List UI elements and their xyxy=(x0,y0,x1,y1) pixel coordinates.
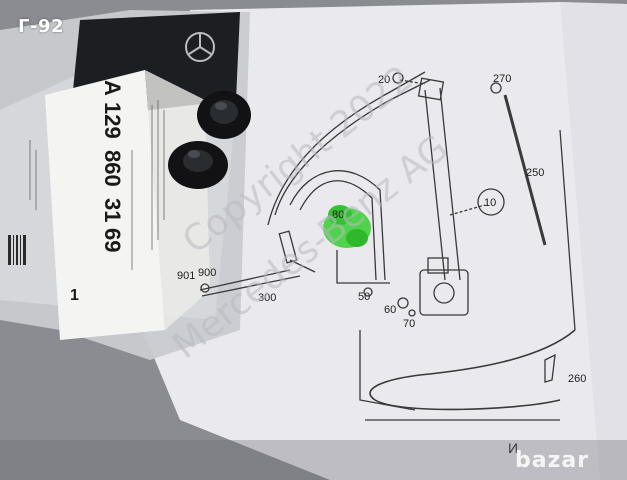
bag-prefix: A xyxy=(100,80,125,96)
part-number-2: 860 xyxy=(100,150,125,187)
diagram-footer-text: И xyxy=(508,440,518,456)
rubber-cap-top xyxy=(197,91,251,139)
part-number-1: 129 xyxy=(100,102,125,139)
callout-300: 300 xyxy=(258,292,276,304)
callout-60: 60 xyxy=(384,304,396,316)
green-highlight xyxy=(323,205,371,248)
plastic-bag: A 129 860 31 69 1 xyxy=(0,10,251,360)
corner-label: Г-92 xyxy=(18,16,64,37)
bazar-logo: bazar xyxy=(515,448,590,473)
paper-sheet xyxy=(130,2,627,480)
callout-70: 70 xyxy=(403,318,415,330)
mercedes-logo xyxy=(185,32,215,62)
callout-250: 250 xyxy=(526,167,544,179)
part-number-4: 69 xyxy=(100,228,125,252)
seat-belt-diagram xyxy=(199,71,576,421)
part-number-3: 31 xyxy=(100,198,125,222)
callout-900: 900 xyxy=(198,267,216,279)
callout-270: 270 xyxy=(493,73,511,85)
callout-10: 10 xyxy=(484,197,496,209)
rubber-cap-bottom xyxy=(168,141,228,189)
callout-260: 260 xyxy=(568,373,586,385)
callout-901: 901 xyxy=(177,270,195,282)
callout-80: 80 xyxy=(332,209,344,221)
callout-20: 20 xyxy=(378,74,390,86)
callout-50: 50 xyxy=(358,291,370,303)
bag-quantity: 1 xyxy=(70,287,79,304)
barcode xyxy=(8,235,26,265)
